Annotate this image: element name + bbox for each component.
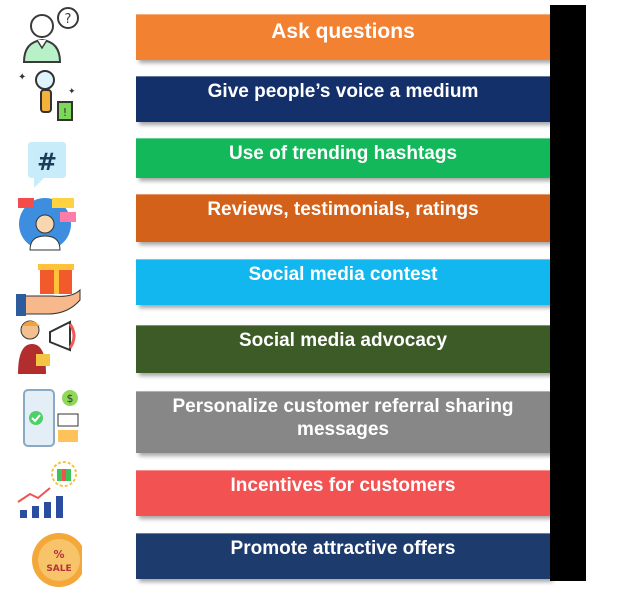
gift-growth-chart-icon (12, 460, 82, 520)
banner-advocacy: Social media advocacy (136, 325, 550, 373)
svg-text:#: # (37, 148, 57, 176)
svg-text:$: $ (67, 392, 74, 405)
banner-label: Personalize customer referral sharing me… (172, 396, 514, 440)
microphone-magnifier-icon: ✦ ! ✦ (12, 66, 82, 126)
person-question-icon: ? (12, 4, 82, 64)
banner-incentives: Incentives for customers (136, 470, 550, 516)
banner-offers: Promote attractive offers (136, 533, 550, 579)
banner-contest: Social media contest (136, 259, 550, 305)
right-black-bar (550, 5, 586, 581)
svg-text:✦: ✦ (68, 87, 76, 97)
banner-ask-questions: Ask questions (136, 14, 550, 60)
svg-text:SALE: SALE (46, 564, 71, 574)
svg-text:%: % (53, 548, 64, 561)
banner-label: Incentives for customers (230, 475, 456, 496)
hashtag-icon: # (12, 134, 82, 194)
banner-referral: Personalize customer referral sharing me… (136, 391, 550, 453)
svg-text:✦: ✦ (18, 72, 26, 83)
sale-badge-icon: % SALE (12, 530, 82, 590)
banner-label: Ask questions (271, 20, 415, 43)
banner-reviews: Reviews, testimonials, ratings (136, 194, 550, 242)
banner-label: Social media advocacy (238, 330, 448, 351)
banner-label: Reviews, testimonials, ratings (207, 199, 479, 220)
banner-label: Use of trending hashtags (228, 143, 458, 164)
megaphone-person-icon (12, 316, 82, 376)
svg-text:!: ! (63, 106, 67, 119)
banner-trending-hashtags: Use of trending hashtags (136, 138, 550, 178)
banner-label: Promote attractive offers (230, 538, 456, 559)
gift-hand-icon (12, 258, 82, 318)
svg-text:?: ? (65, 12, 72, 27)
banner-label: Give people’s voice a medium (207, 81, 479, 102)
reviews-person-icon (12, 192, 82, 252)
banner-label: Social media contest (248, 264, 438, 285)
banner-give-voice: Give people’s voice a medium (136, 76, 550, 122)
phone-referral-icon: $ (12, 388, 82, 448)
